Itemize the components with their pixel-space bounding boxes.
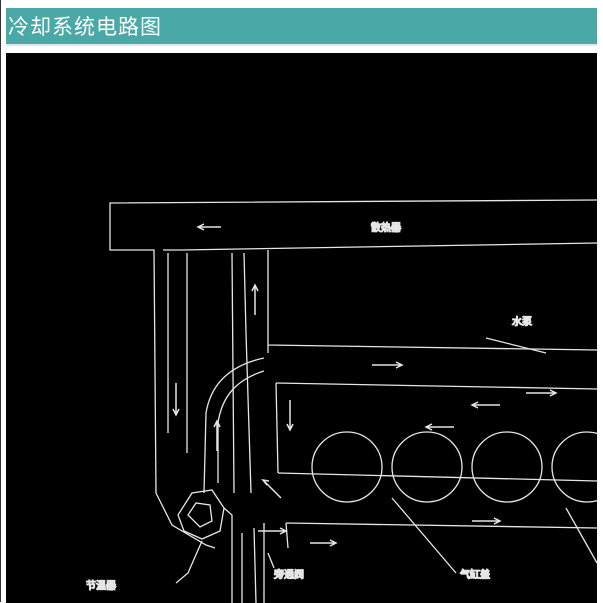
title-divider xyxy=(6,44,597,46)
pump-outlet xyxy=(223,507,233,603)
water-jacket-bottom xyxy=(277,472,597,482)
arrow-jacket-4 xyxy=(472,517,502,525)
engine-block-top xyxy=(267,250,597,351)
cylinder-1 xyxy=(311,431,383,503)
label-bypass-valve: 旁通阀 xyxy=(274,568,304,581)
cylinder-2 xyxy=(391,431,463,503)
arrow-lower-2 xyxy=(258,527,288,535)
hose-riser-2 xyxy=(243,252,252,494)
arrow-bypass-down xyxy=(286,400,294,432)
cylinder-4 xyxy=(551,431,597,503)
arrow-riser-up xyxy=(251,283,259,315)
water-jacket-top xyxy=(275,382,597,390)
bypass-curve-inner xyxy=(217,370,265,483)
arrow-lower-1 xyxy=(310,539,338,547)
thermostat-body xyxy=(177,489,225,540)
cooling-system-diagram: 散热器 水泵 节温器 旁通阀 气缸盖 xyxy=(6,53,597,603)
leader-thermostat xyxy=(175,540,203,584)
thermostat-inner xyxy=(187,502,213,528)
arrow-inner-up xyxy=(213,419,221,451)
label-radiator: 散热器 xyxy=(371,221,401,234)
label-water-pump: 水泵 xyxy=(512,316,532,328)
pump-outlet-3 xyxy=(253,527,257,603)
cylinder-3 xyxy=(471,431,543,503)
page-title: 冷却系统电路图 xyxy=(8,15,162,39)
radiator-bottom-line xyxy=(180,242,597,251)
arrow-diag xyxy=(261,478,282,499)
bypass-curve xyxy=(203,357,265,494)
water-jacket-left xyxy=(275,382,279,474)
arrow-jacket-1 xyxy=(372,361,404,369)
water-jacket-lower-2 xyxy=(285,522,289,549)
diagram-canvas: 散热器 水泵 节温器 旁通阀 气缸盖 xyxy=(85,199,597,603)
hose-riser-1 xyxy=(231,252,235,494)
title-bar: 冷却系统电路图 xyxy=(6,8,597,44)
arrow-right-1 xyxy=(526,389,558,397)
leader-cylinder-2 xyxy=(565,507,597,564)
arrow-radiator-top xyxy=(196,223,221,231)
arrow-jacket-2 xyxy=(470,401,500,409)
leader-water-pump xyxy=(485,337,547,354)
flow-arrows xyxy=(172,223,558,547)
arrow-jacket-3 xyxy=(424,423,454,431)
radiator-outline xyxy=(109,199,597,549)
label-cylinder: 气缸盖 xyxy=(460,568,490,581)
label-thermostat: 节温器 xyxy=(86,580,116,592)
water-jacket-lower xyxy=(285,522,597,529)
arrow-left-down-1 xyxy=(172,383,180,417)
leader-cylinder xyxy=(391,497,457,574)
leader-bypass xyxy=(267,552,275,569)
